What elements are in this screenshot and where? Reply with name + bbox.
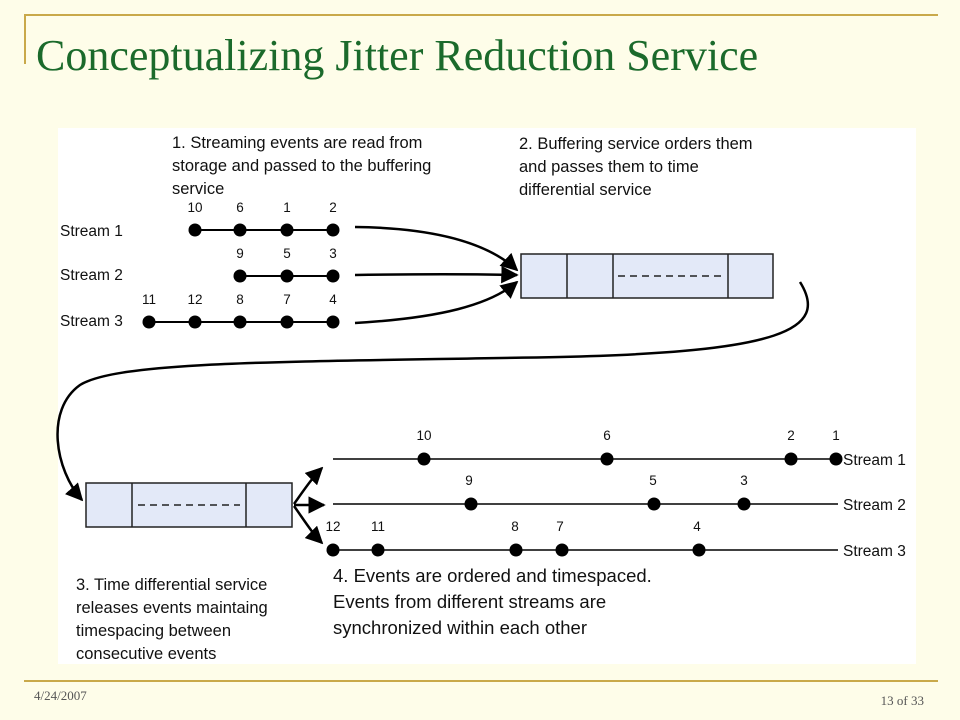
output-event-dot xyxy=(555,543,569,557)
input-event-label: 10 xyxy=(187,200,202,215)
step3-line4: consecutive events xyxy=(76,645,216,663)
input-event-dot xyxy=(188,223,202,237)
arrow-stream3-to-buffer xyxy=(354,280,519,325)
output-event-label: 4 xyxy=(693,519,701,534)
step1-line1: 1. Streaming events are read from xyxy=(172,134,422,152)
footer-page-number: 13 of 33 xyxy=(880,693,924,708)
input-event-dot xyxy=(326,223,340,237)
slide-title: Conceptualizing Jitter Reduction Service xyxy=(36,31,759,80)
output-event-dot xyxy=(509,543,523,557)
input-event-label: 4 xyxy=(329,292,337,307)
output-event-label: 10 xyxy=(416,428,431,443)
step1-line3: service xyxy=(172,180,224,198)
output-stream-2-label: Stream 2 xyxy=(843,497,906,514)
arrow-stream1-to-buffer xyxy=(354,225,519,272)
input-event-label: 7 xyxy=(283,292,291,307)
output-event-label: 2 xyxy=(787,428,795,443)
step2-line3: differential service xyxy=(519,181,652,199)
footer-date: 4/24/2007 xyxy=(34,688,87,703)
output-event-label: 1 xyxy=(832,428,840,443)
input-event-label: 8 xyxy=(236,292,244,307)
step1-line2: storage and passed to the buffering xyxy=(172,157,431,175)
diagram-panel xyxy=(58,128,916,664)
output-event-dot xyxy=(784,452,798,466)
buffering-service-box xyxy=(520,253,774,299)
output-stream-3-label: Stream 3 xyxy=(843,543,906,560)
arrow-to-output-stream-3 xyxy=(292,505,324,545)
output-event-dot xyxy=(417,452,431,466)
input-stream-3-label: Stream 3 xyxy=(60,313,123,330)
input-event-label: 3 xyxy=(329,246,337,261)
input-event-dot xyxy=(326,269,340,283)
output-stream-1-label: Stream 1 xyxy=(843,452,906,469)
step3-line2: releases events maintaing xyxy=(76,599,268,617)
input-event-label: 2 xyxy=(329,200,337,215)
step3-line1: 3. Time differential service xyxy=(76,576,267,594)
title-accent-vertical xyxy=(24,14,26,64)
input-event-dot xyxy=(233,223,247,237)
output-event-dot xyxy=(647,497,661,511)
output-event-dot xyxy=(600,452,614,466)
input-event-label: 5 xyxy=(283,246,291,261)
arrow-buffer-to-time-service xyxy=(56,281,810,502)
input-event-dot xyxy=(233,315,247,329)
input-event-label: 9 xyxy=(236,246,244,261)
input-event-label: 11 xyxy=(142,292,156,307)
input-event-dot xyxy=(188,315,202,329)
step4-line3: synchronized within each other xyxy=(333,617,587,638)
arrow-to-output-stream-1 xyxy=(292,466,324,505)
time-differential-box xyxy=(85,482,293,528)
input-event-label: 12 xyxy=(187,292,202,307)
output-event-label: 9 xyxy=(465,473,473,488)
output-event-label: 6 xyxy=(603,428,611,443)
step4-line1: 4. Events are ordered and timespaced. xyxy=(333,565,652,586)
output-event-label: 3 xyxy=(740,473,748,488)
output-event-dot xyxy=(326,543,340,557)
output-event-dot xyxy=(371,543,385,557)
step2-line2: and passes them to time xyxy=(519,158,699,176)
output-event-dot xyxy=(692,543,706,557)
input-event-dot xyxy=(142,315,156,329)
step3-line3: timespacing between xyxy=(76,622,231,640)
output-event-dot xyxy=(464,497,478,511)
input-event-label: 6 xyxy=(236,200,244,215)
step2-line1: 2. Buffering service orders them xyxy=(519,135,753,153)
input-event-label: 1 xyxy=(283,200,291,215)
footer-divider xyxy=(24,680,938,682)
output-event-label: 8 xyxy=(511,519,519,534)
input-stream-2-label: Stream 2 xyxy=(60,267,123,284)
output-event-label: 12 xyxy=(325,519,340,534)
input-event-dot xyxy=(280,269,294,283)
output-event-label: 11 xyxy=(371,519,385,534)
input-stream-1-label: Stream 1 xyxy=(60,223,123,240)
input-event-dot xyxy=(280,315,294,329)
output-event-dot xyxy=(829,452,843,466)
input-event-dot xyxy=(326,315,340,329)
output-event-label: 7 xyxy=(556,519,564,534)
title-accent-horizontal xyxy=(24,14,938,16)
input-event-dot xyxy=(280,223,294,237)
output-event-dot xyxy=(737,497,751,511)
output-event-label: 5 xyxy=(649,473,657,488)
input-event-dot xyxy=(233,269,247,283)
step4-line2: Events from different streams are xyxy=(333,591,606,612)
arrow-stream2-to-buffer xyxy=(354,265,519,284)
